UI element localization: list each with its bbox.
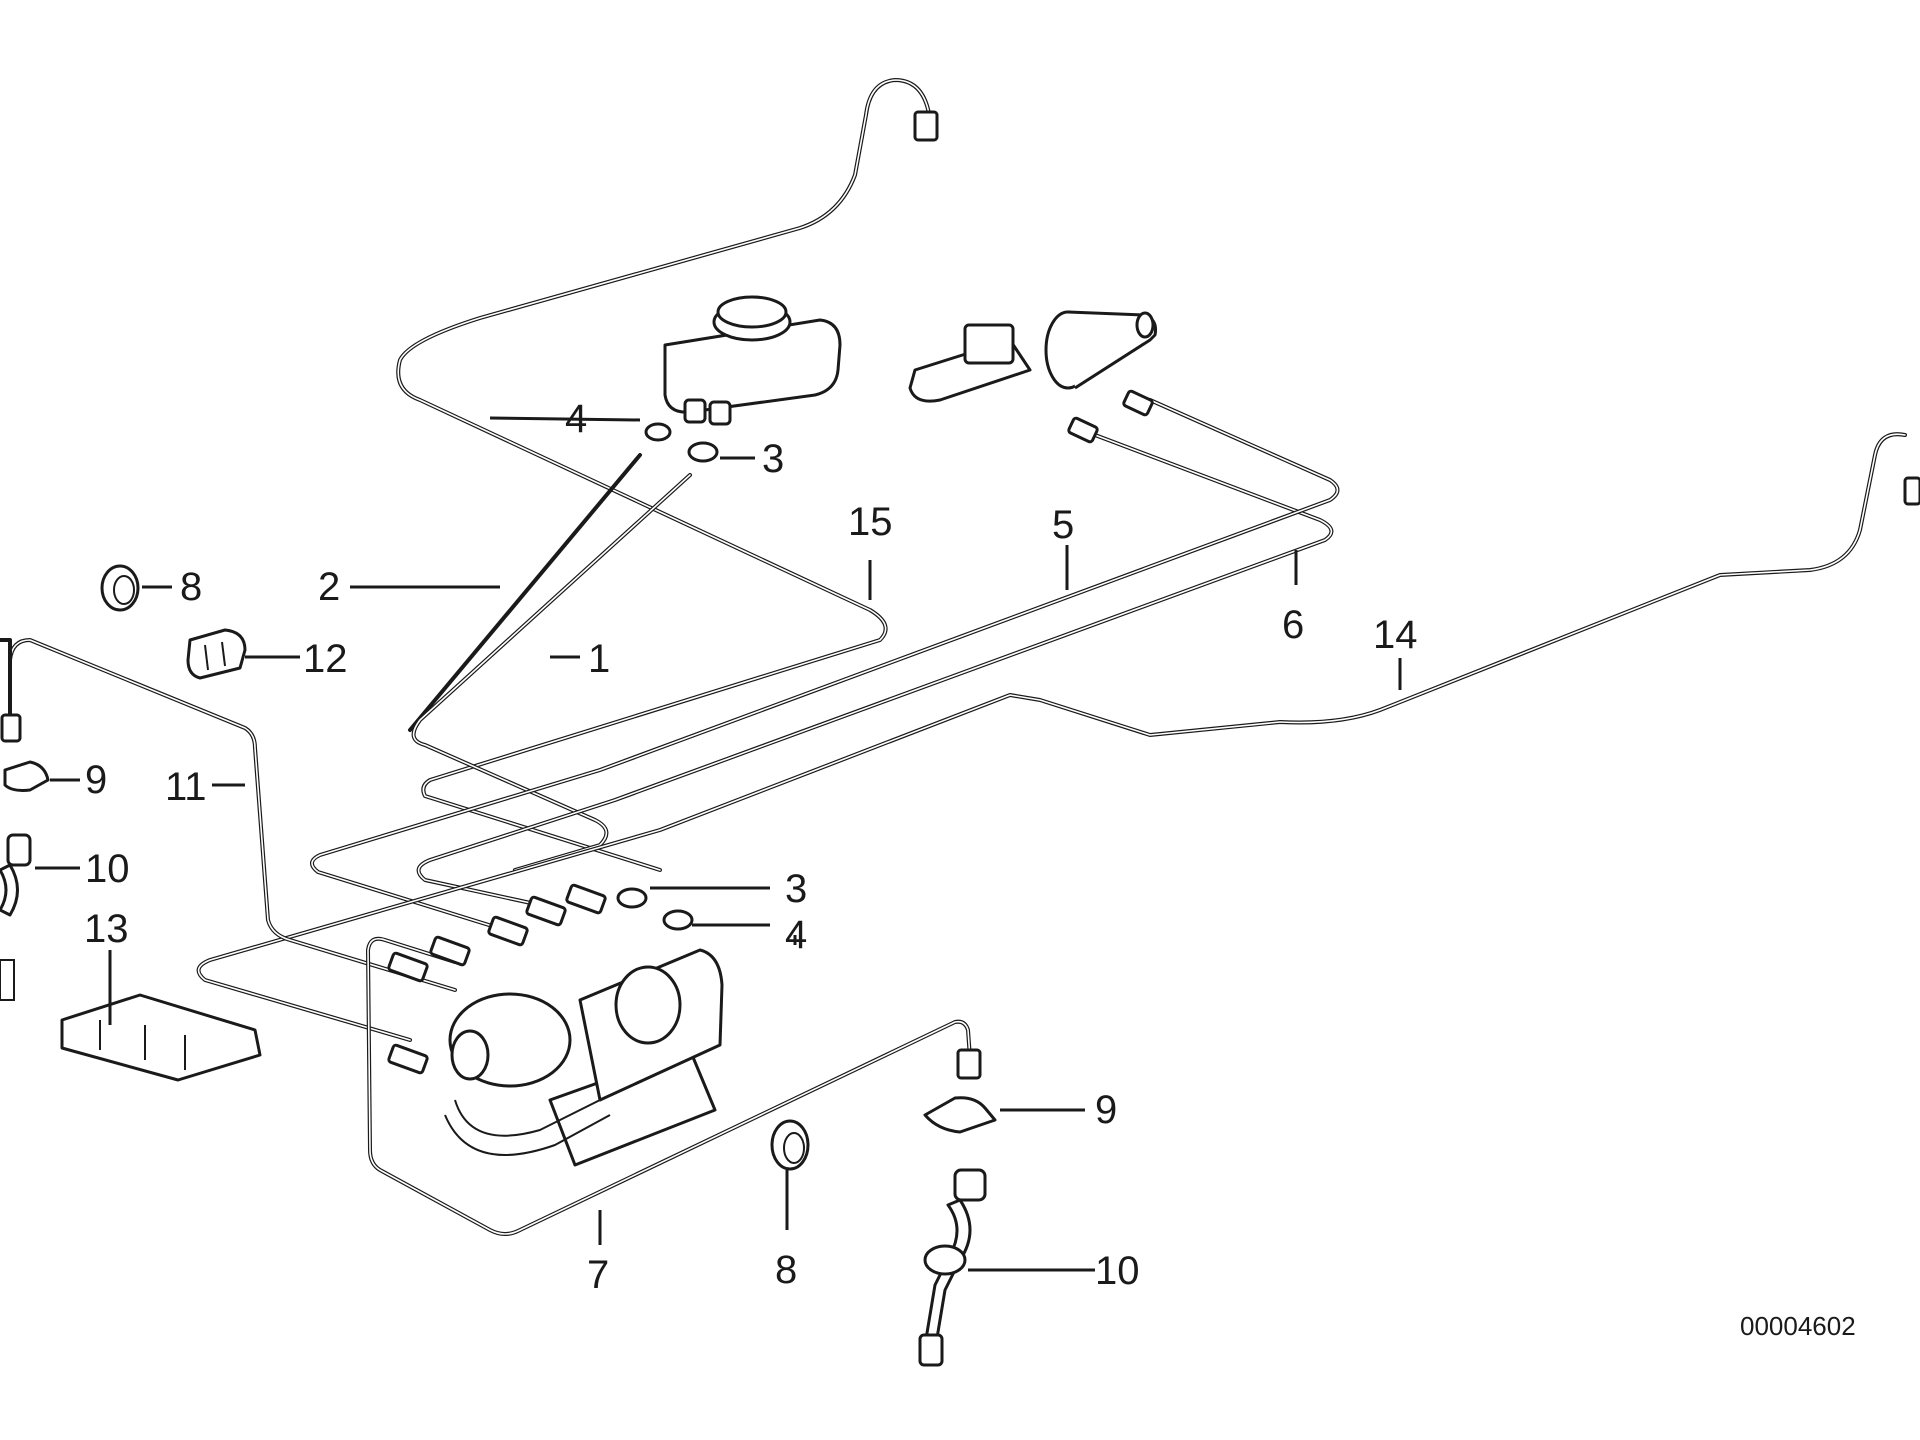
callout-9-right: 9 (1095, 1088, 1117, 1132)
seal-3-bottom (616, 887, 648, 909)
pipe-14 (196, 432, 1907, 1042)
callout-6: 6 (1282, 603, 1304, 647)
fitting-master-cylinder-1 (1122, 389, 1154, 417)
callout-9-left: 9 (85, 758, 107, 802)
clip-12 (186, 628, 247, 680)
fitting-master-cylinder-2 (1067, 416, 1099, 444)
fitting-hu-5 (565, 883, 607, 915)
callout-12: 12 (303, 637, 348, 681)
callout-7: 7 (587, 1253, 609, 1297)
callout-3-top: 3 (762, 437, 784, 481)
holder-13 (60, 993, 262, 1082)
callout-3-bottom: 3 (785, 867, 807, 911)
pipe-1 (408, 453, 692, 872)
grommet-8-top (100, 564, 140, 612)
fitting-pipe-14-end (1903, 476, 1920, 506)
callout-15: 15 (848, 500, 893, 544)
callout-8-top: 8 (180, 565, 202, 609)
callout-4-top: 4 (565, 397, 587, 441)
brake-fluid-reservoir (663, 295, 842, 426)
brake-hose-10-right (918, 1168, 987, 1367)
bracket-9-left (3, 760, 50, 792)
pipe-left-stub (0, 638, 12, 722)
fitting-hu-4 (525, 895, 567, 927)
pipe-6 (310, 398, 1340, 932)
seal-4-bottom (662, 909, 694, 931)
document-number: 00004602 (1740, 1311, 1856, 1341)
callout-11: 11 (165, 765, 207, 809)
fitting-pipe-11-end (0, 713, 22, 743)
fitting-hu-2 (429, 935, 471, 967)
leader-lines (35, 416, 1402, 1272)
pipe-7 (366, 936, 972, 1236)
callout-2: 2 (318, 565, 340, 609)
grommet-8-bottom (770, 1119, 810, 1171)
callout-10-right: 10 (1095, 1249, 1140, 1293)
seal-4-top (644, 422, 672, 442)
callout-10-left: 10 (85, 847, 130, 891)
pipe-5 (416, 433, 1334, 907)
callout-5: 5 (1052, 503, 1074, 547)
brake-hose-10-left (0, 833, 32, 1001)
callout-4-bottom: 4 (785, 913, 807, 957)
seal-3-top (687, 441, 719, 463)
brake-master-cylinder (908, 310, 1157, 403)
callout-1: 1 (588, 637, 610, 681)
pipe-11 (8, 638, 457, 992)
pipe-2 (396, 78, 932, 872)
fitting-hu-1 (387, 951, 429, 983)
fitting-pipe-2-end (913, 110, 939, 142)
callout-13: 13 (84, 907, 129, 951)
fitting-pipe-7-end (956, 1048, 982, 1080)
bracket-9-right (923, 1096, 997, 1134)
fitting-hu-3 (487, 915, 529, 947)
callout-14: 14 (1373, 613, 1418, 657)
hydraulic-unit (444, 948, 724, 1167)
fitting-hu-6 (387, 1043, 429, 1075)
callout-8-bottom: 8 (775, 1248, 797, 1292)
